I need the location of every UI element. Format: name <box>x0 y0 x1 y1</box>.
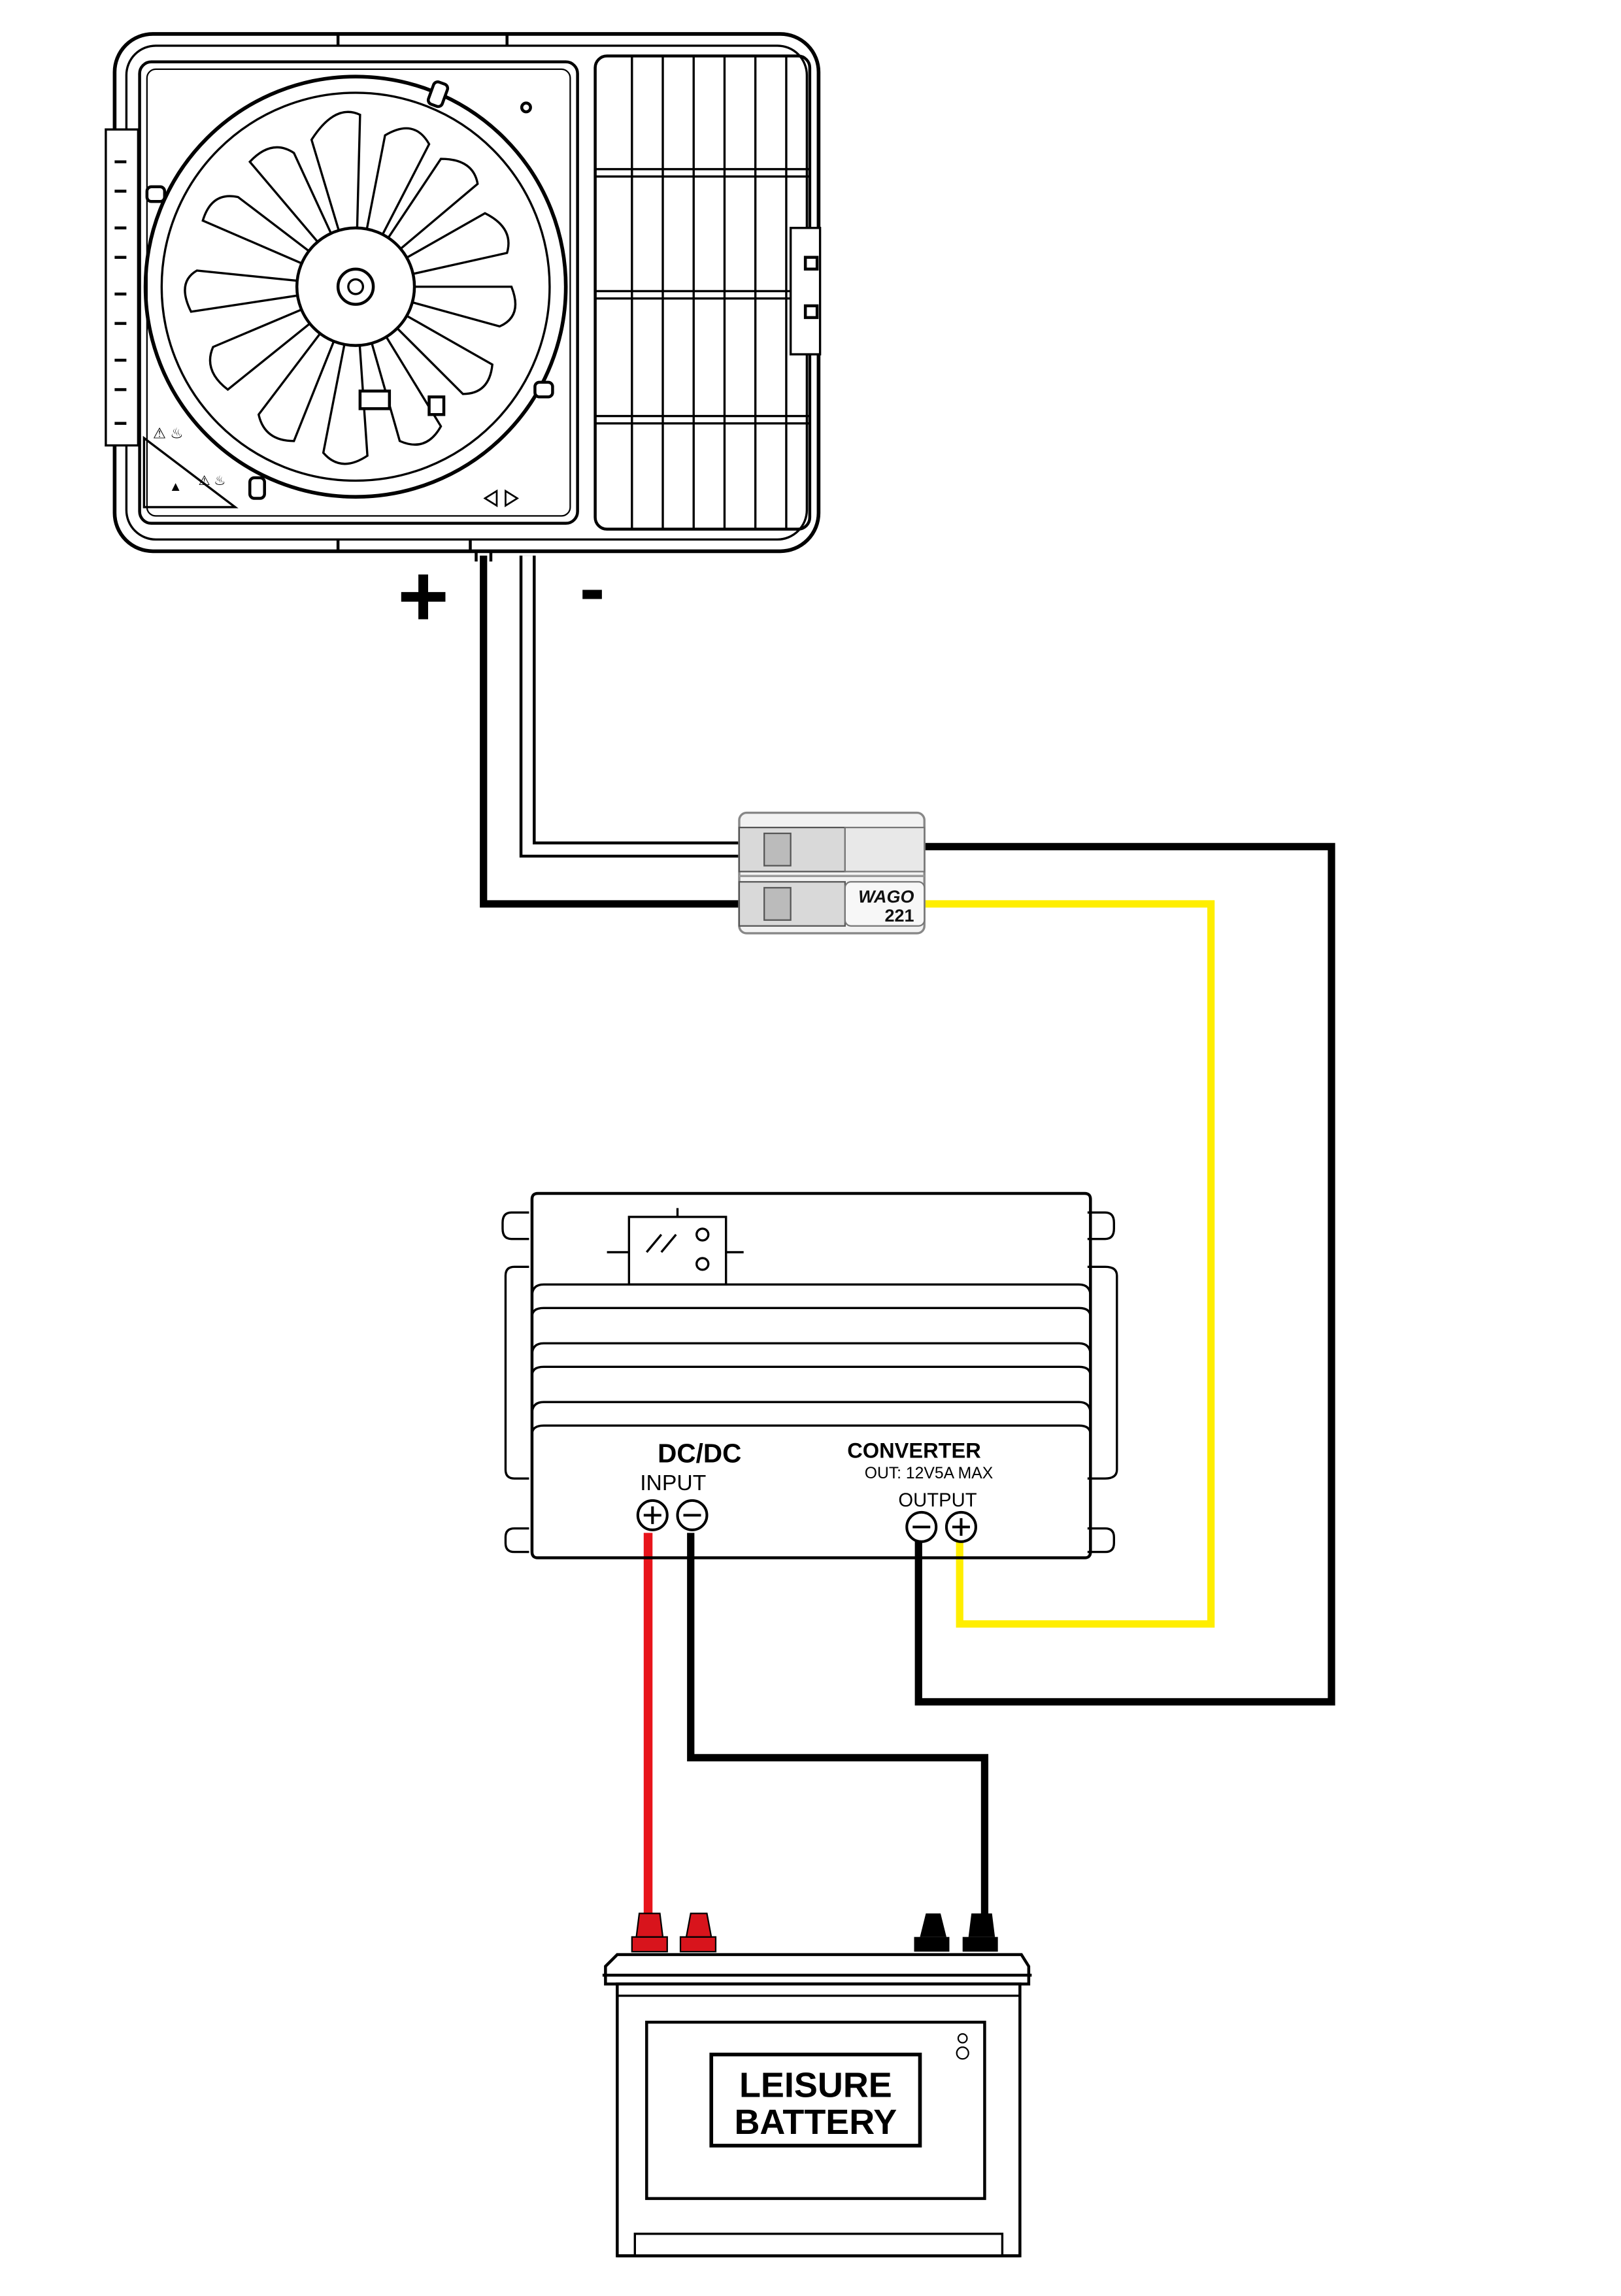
battery-label-line2: BATTERY <box>734 2103 897 2142</box>
battery-negative-terminal <box>914 1913 998 1952</box>
heater-positive-label: + <box>397 546 449 645</box>
converter-output-label: OUTPUT <box>898 1490 977 1511</box>
wago-model-label: 221 <box>885 906 914 925</box>
svg-text:▲: ▲ <box>169 480 182 494</box>
wire-positive-feed <box>923 900 1215 1628</box>
heater-unit: ⚠ ♨ ▲ ⚠ ♨ <box>105 32 822 562</box>
dcdc-converter <box>501 1191 1118 1559</box>
wire-battery-negative <box>687 1533 989 1923</box>
battery-positive-terminal <box>631 1912 717 1953</box>
wires <box>480 556 1335 1923</box>
svg-text:⚠ ♨: ⚠ ♨ <box>199 474 226 488</box>
battery-label-line1: LEISURE <box>739 2066 892 2105</box>
wire-heater-positive <box>480 556 739 908</box>
fan-icon <box>143 75 568 499</box>
recycle-icon <box>956 2033 969 2060</box>
heater-grille <box>595 56 810 529</box>
converter-title-right: CONVERTER <box>847 1439 981 1463</box>
wire-negative-return <box>914 842 1335 1706</box>
wire-heater-negative <box>519 556 739 858</box>
converter-symbol-icon <box>607 1208 744 1286</box>
leisure-battery: LEISURE BATTERY <box>602 1912 1032 2257</box>
converter-terminals <box>636 1499 977 1543</box>
fan-blades <box>184 110 517 465</box>
output-positive-terminal-icon <box>944 1510 977 1543</box>
wago-brand-label: WAGO <box>858 887 914 907</box>
input-negative-terminal-icon <box>676 1499 709 1531</box>
converter-spec-label: OUT: 12V5A MAX <box>865 1465 993 1482</box>
heater-negative-label: - <box>580 545 605 631</box>
wago-connector: WAGO 221 <box>738 811 926 935</box>
converter-title-left: DC/DC <box>658 1438 741 1468</box>
converter-input-label: INPUT <box>640 1471 706 1495</box>
input-positive-terminal-icon <box>636 1499 669 1531</box>
output-negative-terminal-icon <box>905 1510 938 1543</box>
svg-text:⚠ ♨: ⚠ ♨ <box>153 425 184 441</box>
